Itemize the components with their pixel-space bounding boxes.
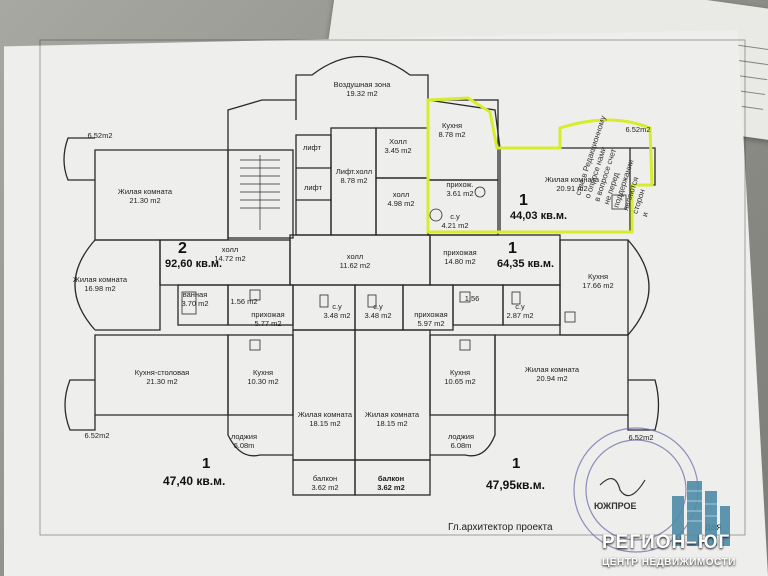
logo-title: РЕГИОН–ЮГ [602, 532, 731, 553]
footer-architect: Гл.архитектор проекта [448, 522, 553, 533]
apartment-1-area: 44,03 кв.м. [510, 210, 568, 222]
room-entry-top: прихож.3.61 m2 [446, 180, 474, 198]
room-balcony-tl: 6.52m2 [87, 131, 113, 140]
apartment-1-rooms: 1 [519, 192, 528, 209]
apartment-2-rooms: 2 [178, 240, 187, 257]
room-small-left: 1.56 m2 [230, 297, 258, 306]
room-lift-2: лифт [303, 183, 323, 192]
apartment-2-area: 92,60 кв.м. [165, 258, 223, 270]
agency-logo: РЕГИОН–ЮГ ЦЕНТР НЕДВИЖИМОСТИ [596, 528, 768, 576]
apartment-5-rooms: 1 [512, 455, 521, 472]
stamp-text: ЮЖПРОЕ [594, 501, 637, 511]
room-balcony-br: 6.52m2 [628, 433, 654, 442]
room-small-right: 1.56 [464, 294, 480, 303]
logo-subtitle: ЦЕНТР НЕДВИЖИМОСТИ [602, 557, 736, 568]
apartment-3-area: 64,35 кв.м. [497, 258, 555, 270]
building-logo-icon [672, 481, 730, 546]
apartment-5-area: 47,95кв.м. [486, 478, 545, 492]
apartment-4-area: 47,40 кв.м. [163, 474, 226, 488]
apartment-4-rooms: 1 [202, 455, 211, 472]
room-balcony-bl: 6.52m2 [84, 431, 110, 440]
floor-plan-sheet [4, 30, 768, 576]
apartment-3-rooms: 1 [508, 240, 517, 257]
room-lift-1: лифт [302, 143, 322, 152]
room-balcony-tr: 6.52m2 [625, 125, 651, 134]
